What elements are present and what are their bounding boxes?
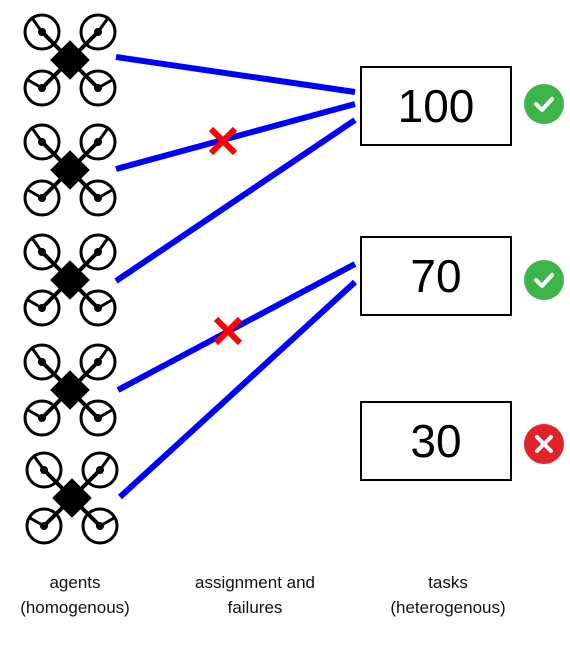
caption-agents-line1: agents xyxy=(49,573,101,592)
drone-icon xyxy=(25,451,119,545)
caption-tasks: tasks (heterogenous) xyxy=(378,570,518,620)
checkmark-icon xyxy=(524,84,564,124)
caption-assignment: assignment and failures xyxy=(180,570,330,620)
task-box: 30 xyxy=(360,401,512,481)
caption-assignment-line1: assignment and xyxy=(194,573,316,592)
agents-column xyxy=(23,13,119,545)
drone-icon xyxy=(23,13,117,107)
assignment-link xyxy=(116,261,357,393)
caption-agents-line2: (homogenous) xyxy=(20,598,130,617)
caption-agents: agents (homogenous) xyxy=(20,570,130,620)
assignment-link xyxy=(117,279,358,500)
failure-marks xyxy=(208,126,243,346)
drone-icon xyxy=(23,233,117,327)
checkmark-icon xyxy=(524,260,564,300)
caption-tasks-line1: tasks xyxy=(428,573,468,592)
assignment-link xyxy=(114,117,357,284)
cross-icon xyxy=(524,424,564,464)
failure-x-icon xyxy=(208,126,238,156)
drone-icon xyxy=(23,343,117,437)
assignment-link xyxy=(115,101,356,172)
drone-icon xyxy=(23,123,117,217)
assignment-link xyxy=(115,54,356,95)
failure-x-icon xyxy=(213,316,243,346)
caption-tasks-line2: (heterogenous) xyxy=(390,598,506,617)
task-box: 100 xyxy=(360,66,512,146)
caption-assignment-line2: failures xyxy=(227,598,283,617)
assignment-links xyxy=(114,54,358,500)
task-box: 70 xyxy=(360,236,512,316)
